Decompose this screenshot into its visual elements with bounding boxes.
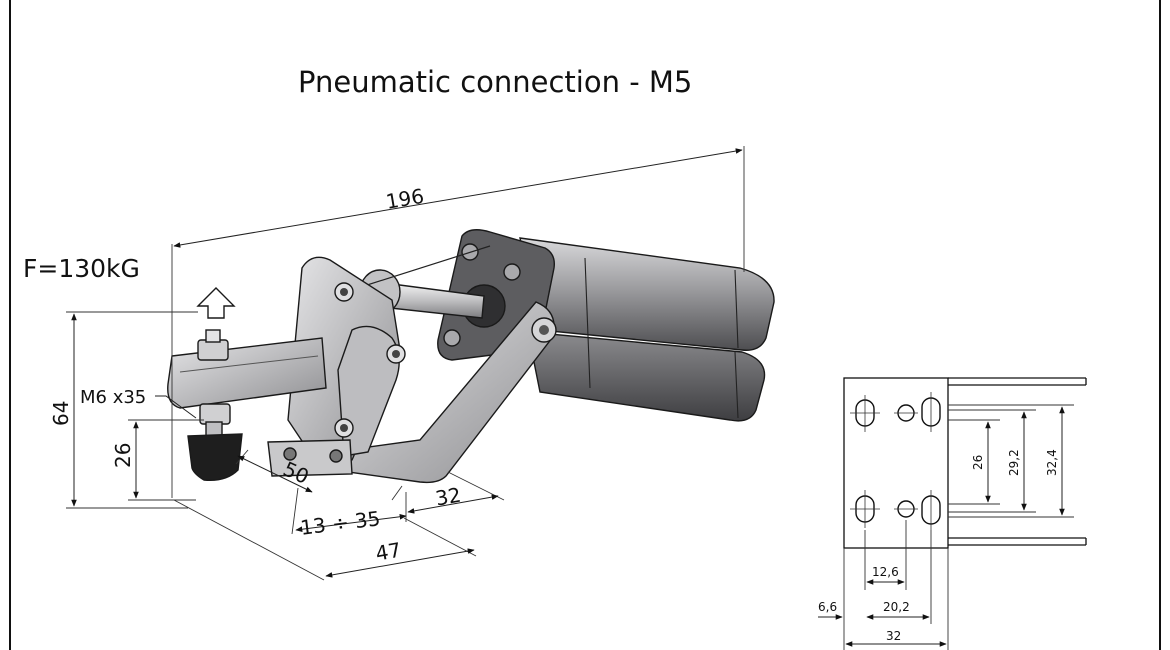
drawing-border	[9, 0, 1161, 650]
rubber-pad	[187, 433, 243, 481]
dim-26-label: 26	[111, 443, 135, 468]
dimension-adjust-range: 13 ÷ 35	[291, 487, 407, 540]
dim-64-label: 64	[49, 401, 73, 426]
adjust-range-label: 13 ÷ 35	[299, 506, 382, 540]
detail-dim-26: 26	[971, 455, 985, 470]
spindle-assembly	[187, 329, 243, 481]
dimension-47: 47	[173, 499, 477, 581]
detail-dim-12-6: 12,6	[872, 565, 899, 579]
dim-32-label: 32	[434, 483, 463, 511]
detail-dim-32: 32	[886, 629, 901, 643]
dim-196-label: 196	[384, 184, 426, 214]
detail-dim-20-2: 20,2	[883, 600, 910, 614]
clamp-illustration	[167, 229, 775, 484]
pneumatic-cylinder	[437, 229, 775, 422]
detail-dim-29-2: 29,2	[1007, 449, 1021, 476]
force-direction-arrow	[196, 287, 236, 319]
thread-label: M6 x35	[80, 387, 146, 408]
support-bracket	[331, 301, 555, 484]
drawing-title: Pneumatic connection - M5	[298, 65, 692, 99]
detail-dim-6-6: 6,6	[818, 600, 837, 614]
force-label: F=130kG	[23, 254, 140, 283]
base-plate-detail: 26 29,2 32,4 12,6 6,6 20,2 32	[818, 377, 1087, 650]
detail-dim-32-4: 32,4	[1045, 449, 1059, 476]
dimension-26: 26	[111, 419, 204, 501]
dimension-64: 64	[49, 311, 198, 509]
dimension-32: 32	[405, 471, 505, 522]
thread-callout: M6 x35	[80, 387, 197, 419]
dim-47-label: 47	[374, 538, 403, 566]
